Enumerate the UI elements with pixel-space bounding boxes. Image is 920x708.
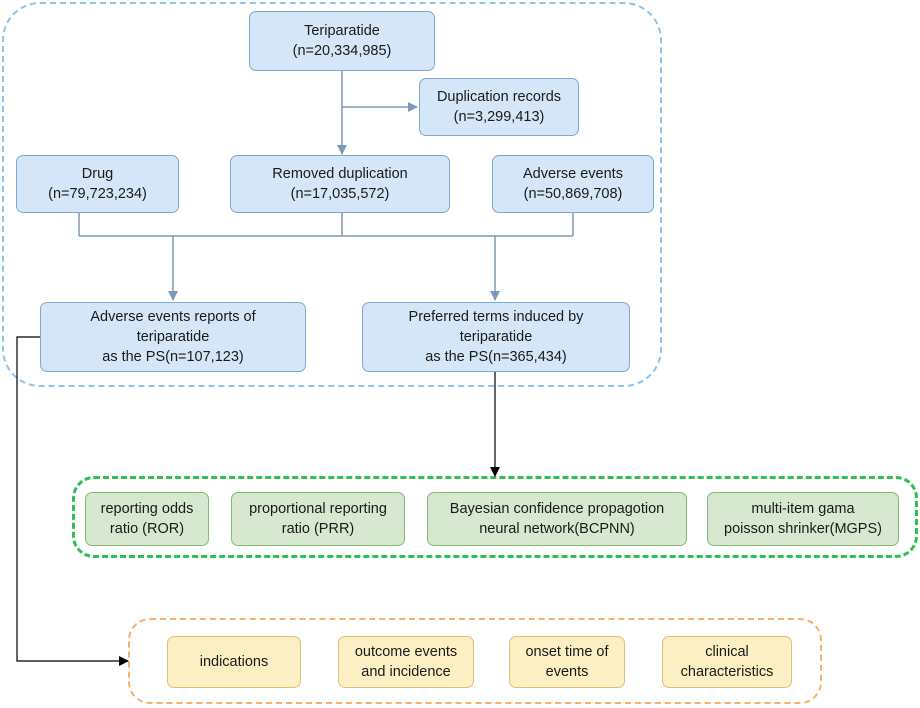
edge-reports-to-clinical (16, 336, 129, 666)
ae-reports-node: Adverse events reports of teriparatide a… (40, 302, 306, 372)
method-prr-node: proportional reporting ratio (PRR) (231, 492, 405, 546)
signal-methods-group (72, 476, 918, 558)
outcome-onset-time-node: onset time of events (509, 636, 625, 688)
teriparatide-node: Teriparatide (n=20,334,985) (249, 11, 435, 71)
drug-node: Drug (n=79,723,234) (16, 155, 179, 213)
data-processing-group (2, 2, 662, 387)
outcome-indications-node: indications (167, 636, 301, 688)
removed-duplication-node: Removed duplication (n=17,035,572) (230, 155, 450, 213)
outcome-clinical-characteristics-node: clinical characteristics (662, 636, 792, 688)
preferred-terms-node: Preferred terms induced by teriparatide … (362, 302, 630, 372)
duplication-records-node: Duplication records (n=3,299,413) (419, 78, 579, 136)
method-ror-node: reporting odds ratio (ROR) (85, 492, 209, 546)
clinical-analysis-group (128, 618, 822, 704)
method-mgps-node: multi-item gama poisson shrinker(MGPS) (707, 492, 899, 546)
method-bcpnn-node: Bayesian confidence propagotion neural n… (427, 492, 687, 546)
outcome-events-incidence-node: outcome events and incidence (338, 636, 474, 688)
adverse-events-node: Adverse events (n=50,869,708) (492, 155, 654, 213)
